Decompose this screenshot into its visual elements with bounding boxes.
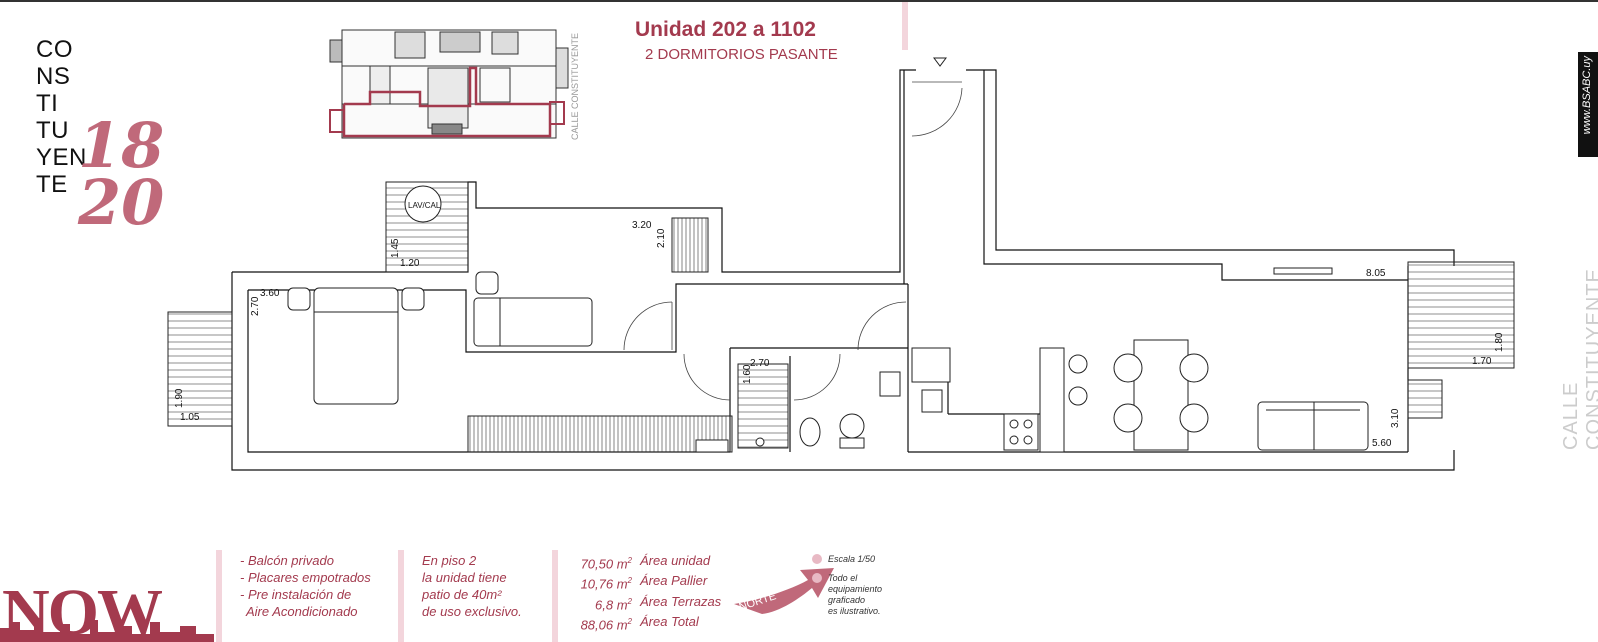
scale-note: Escala 1/50 — [828, 554, 876, 564]
key-plan-unit-outline — [342, 66, 552, 138]
terrace-small — [1407, 379, 1443, 419]
brand-line: TE — [36, 171, 68, 198]
area-row: 70,50 m2 Área unidad — [574, 552, 721, 572]
dim-label: 2.10 — [656, 228, 667, 248]
area-unit-exp: 2 — [627, 576, 632, 586]
dim-label: 1.20 — [400, 258, 420, 269]
sofa-icon — [1257, 401, 1369, 451]
closet-hallway — [467, 415, 733, 453]
dim-label: 3.20 — [632, 220, 652, 231]
double-bed-icon — [287, 287, 425, 405]
area-value: 88,06 m — [580, 617, 628, 633]
disclaimer-line: Todo el — [828, 573, 858, 583]
patio-line: de uso exclusivo. — [422, 604, 522, 619]
ac-unit-icon — [1273, 267, 1333, 275]
brand-number-bottom: 20 — [78, 166, 165, 239]
patio-info: En piso 2 la unidad tiene patio de 40m² … — [422, 552, 522, 620]
area-label: Área unidad — [640, 553, 711, 568]
dim-label: 1.60 — [742, 364, 753, 384]
footer-divider — [552, 550, 558, 642]
area-label: Área Terrazas — [640, 593, 722, 609]
patio-line: patio de 40m² — [422, 587, 502, 602]
kitchen-fixtures — [911, 347, 1088, 453]
features-list: - Balcón privado - Placares empotrados -… — [240, 552, 371, 620]
unit-subtitle: 2 DORMITORIOS PASANTE — [645, 46, 838, 63]
brand-line: YEN — [36, 144, 87, 171]
feature-item: - Placares empotrados — [240, 570, 371, 585]
key-plan — [329, 29, 569, 139]
feature-item: Aire Acondicionado — [246, 604, 358, 619]
brand-line: NS — [36, 63, 71, 90]
area-row: 10,76 m2 Área Pallier — [574, 572, 721, 592]
plan-notes: Escala 1/50 Todo el equipamiento grafica… — [812, 554, 882, 625]
entry-marker-icon — [933, 57, 947, 67]
patio-line: En piso 2 — [422, 553, 477, 568]
brand-line: CO — [36, 36, 73, 63]
dim-label: 3.60 — [260, 288, 280, 299]
dim-label: 1.70 — [1472, 356, 1492, 367]
bathroom-fixtures — [695, 363, 901, 453]
title-divider — [902, 2, 908, 50]
room-tag-laundry: LAV/CAL — [408, 201, 441, 210]
area-unit-exp: 2 — [627, 556, 632, 565]
single-bed-icon — [473, 271, 593, 347]
terrace-right — [1407, 261, 1515, 369]
area-label: Área Pallier — [640, 573, 708, 589]
dim-label: 1.80 — [1494, 332, 1505, 352]
footer-divider — [216, 550, 222, 642]
area-row: 88,06 m2 Área Total — [574, 613, 721, 633]
area-unit-exp: 2 — [627, 596, 632, 606]
dim-label: 5.60 — [1372, 438, 1392, 449]
feature-item: - Pre instalación de — [240, 587, 352, 602]
website-tab[interactable]: www.BSABC.uy — [1578, 52, 1598, 157]
now-logo: NOW — [0, 576, 214, 642]
skyline-icon — [0, 618, 214, 642]
area-value: 70,50 m — [580, 556, 628, 572]
disclaimer-line: graficado — [828, 595, 866, 605]
area-label: Área Total — [640, 613, 699, 629]
dim-label: 1.90 — [174, 388, 185, 408]
disclaimer-line: equipamiento — [828, 584, 883, 594]
footer-divider — [398, 550, 404, 642]
area-row: 6,8 m2 Área Terrazas — [574, 593, 721, 613]
key-plan-terrace-highlight — [549, 101, 565, 125]
brand-wordmark: CO NS TI TU YEN TE — [36, 36, 87, 198]
dim-label: 8.05 — [1366, 268, 1386, 279]
brand-line: TU — [36, 117, 69, 144]
dim-label: 2.70 — [250, 296, 261, 316]
balcony-left — [167, 311, 233, 427]
note-bullet-icon — [812, 554, 822, 564]
washer-icon — [404, 185, 442, 223]
dining-table-icon — [1113, 339, 1209, 451]
brand-line: TI — [36, 90, 59, 117]
closet-bedroom — [671, 217, 709, 273]
patio-line: la unidad tiene — [422, 570, 507, 585]
area-value: 6,8 m — [595, 596, 628, 612]
area-unit-exp: 2 — [627, 616, 632, 626]
dim-label: 2.70 — [750, 358, 770, 369]
feature-item: - Balcón privado — [240, 553, 334, 568]
dim-label: 3.10 — [1390, 408, 1401, 428]
door-swings — [623, 81, 963, 401]
key-plan-balcony-highlight — [329, 109, 345, 133]
dim-label: 1.05 — [180, 412, 200, 423]
unit-title: Unidad 202 a 1102 — [635, 18, 816, 41]
area-value: 10,76 m — [580, 576, 628, 592]
brand-number-top: 18 — [78, 109, 165, 182]
top-border — [0, 0, 1598, 2]
disclaimer-line: es ilustrativo. — [828, 606, 881, 616]
note-bullet-icon — [812, 573, 822, 583]
dim-label: 1.45 — [390, 238, 401, 258]
